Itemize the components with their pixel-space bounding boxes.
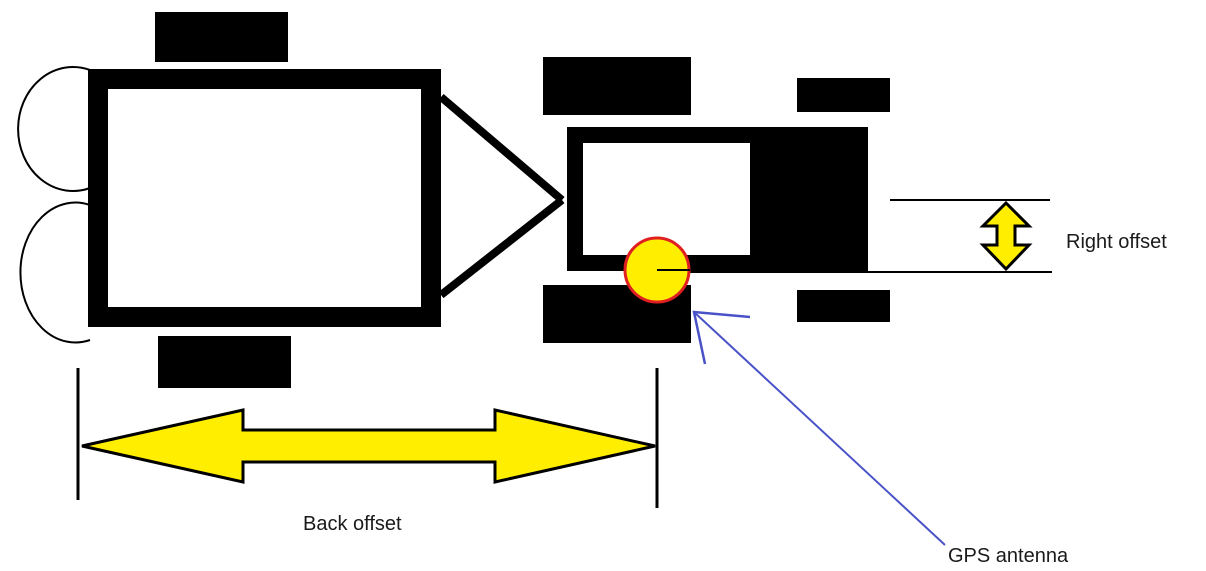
tractor-front-wheel-right bbox=[797, 290, 890, 322]
right-offset-indicator bbox=[655, 199, 1052, 273]
tow-hitch bbox=[438, 93, 565, 299]
tractor bbox=[543, 57, 890, 343]
trailer-rollers bbox=[17, 66, 91, 344]
tractor-hood bbox=[750, 127, 868, 273]
gps-antenna bbox=[623, 236, 691, 304]
trailer-wheel-right bbox=[158, 336, 291, 388]
double-arrow-vertical-icon bbox=[979, 200, 1033, 272]
trailer-body bbox=[88, 69, 441, 327]
tractor-front-wheel-left bbox=[797, 78, 890, 112]
tractor-rear-wheel-left bbox=[543, 57, 691, 115]
trailer-roller-bottom bbox=[19, 201, 91, 344]
back-offset-label: Back offset bbox=[303, 513, 402, 535]
double-arrow-horizontal-icon bbox=[81, 408, 656, 484]
trailer-wheel-left bbox=[155, 12, 288, 62]
right-offset-label: Right offset bbox=[1066, 231, 1167, 253]
arrow-pointer-icon bbox=[692, 310, 946, 546]
back-offset-indicator bbox=[76, 368, 659, 508]
gps-antenna-label: GPS antenna bbox=[948, 545, 1069, 567]
trailer bbox=[17, 12, 565, 388]
trailer-roller-top bbox=[17, 66, 91, 192]
